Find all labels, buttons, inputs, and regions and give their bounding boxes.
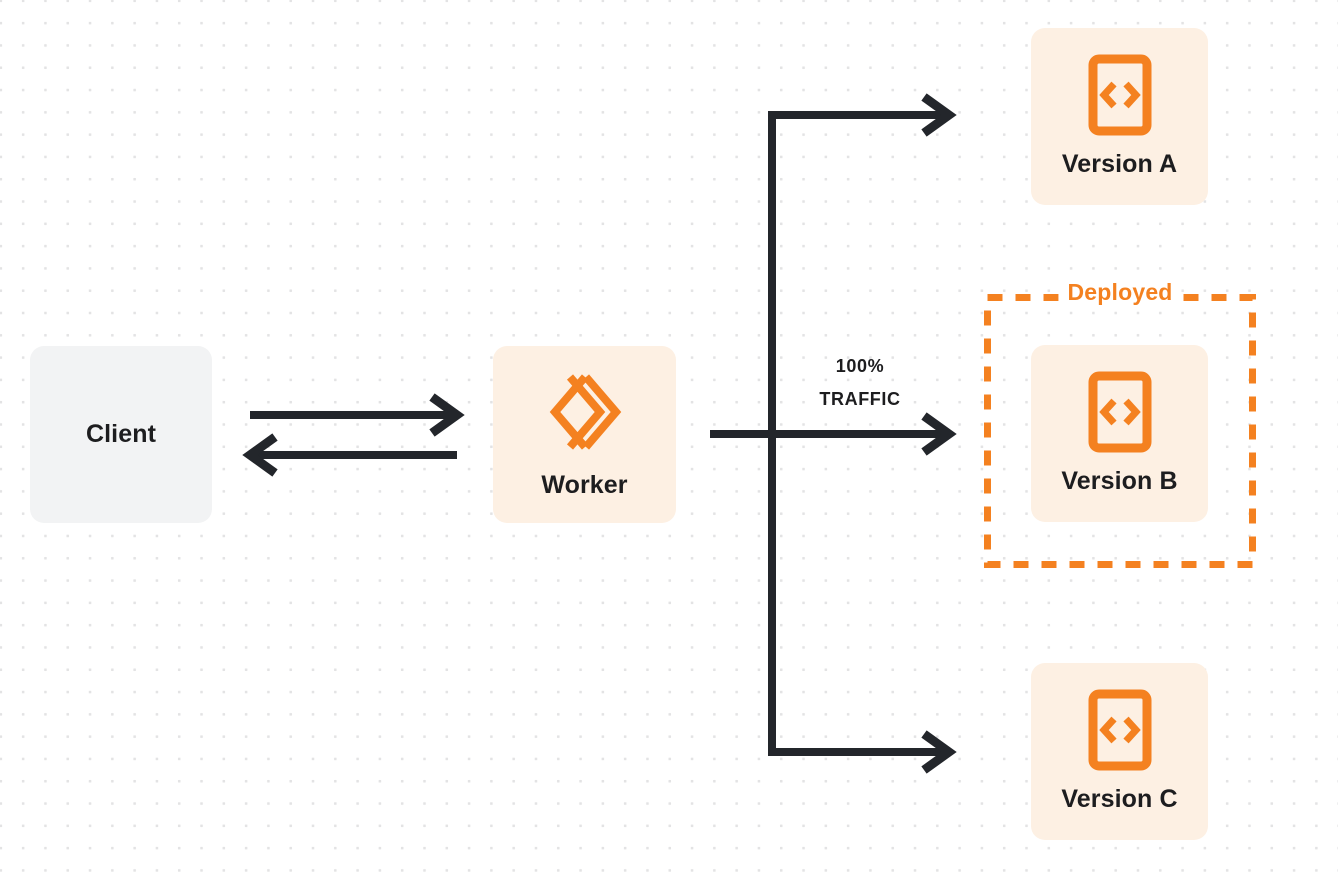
code-file-icon — [1088, 371, 1152, 453]
node-version-b[interactable]: Version B — [1031, 345, 1208, 522]
cloudflare-workers-logo-icon — [542, 369, 628, 455]
node-version-b-label: Version B — [1061, 467, 1178, 495]
group-deployed-label: Deployed — [1058, 277, 1182, 307]
arrow-client-to-worker — [250, 393, 465, 437]
node-version-a-label: Version A — [1061, 150, 1178, 178]
traffic-percent: 100% — [835, 356, 885, 376]
node-worker[interactable]: Worker — [493, 346, 676, 523]
arrow-worker-to-version-a — [768, 93, 957, 137]
code-file-icon — [1088, 54, 1152, 136]
code-file-icon — [1088, 689, 1152, 771]
node-version-c-label: Version C — [1061, 785, 1178, 813]
arrow-worker-to-version-c — [768, 730, 957, 774]
node-version-c[interactable]: Version C — [1031, 663, 1208, 840]
node-version-a[interactable]: Version A — [1031, 28, 1208, 205]
arrow-worker-to-version-b — [710, 412, 957, 456]
node-client[interactable]: Client — [30, 346, 212, 523]
node-client-label: Client — [85, 420, 157, 448]
traffic-unit: TRAFFIC — [819, 389, 901, 409]
traffic-label: 100% TRAFFIC — [790, 350, 930, 416]
node-worker-label: Worker — [541, 471, 628, 499]
arrow-worker-to-client — [242, 433, 457, 477]
